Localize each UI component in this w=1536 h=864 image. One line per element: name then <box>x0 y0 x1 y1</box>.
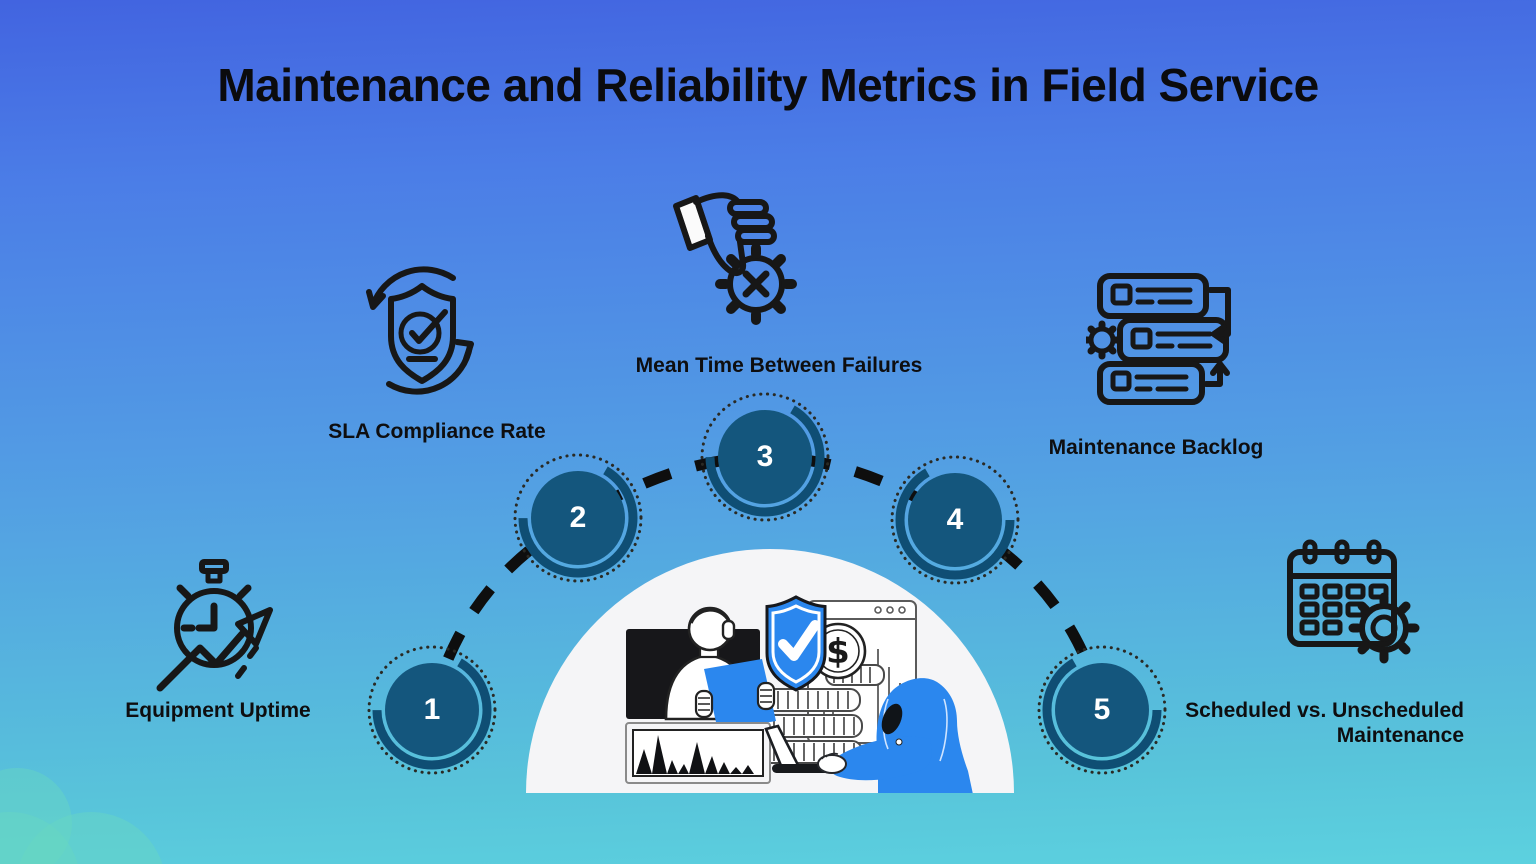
step-badge-3: 3 <box>695 387 835 527</box>
metric-label-sla-compliance-rate: SLA Compliance Rate <box>328 420 546 443</box>
worker-at-laptop-icon <box>817 678 973 793</box>
dotted-ring <box>700 392 830 522</box>
arc-ring <box>895 460 1015 580</box>
calendar-gear-icon <box>1287 539 1420 664</box>
badge-circle <box>531 471 625 565</box>
gear <box>1348 592 1420 664</box>
metric-label-scheduled-vs-unscheduled: Scheduled vs. Unscheduled Maintenance <box>1185 699 1464 748</box>
page-title: Maintenance and Reliability Metrics in F… <box>217 59 1319 111</box>
flow-arrows <box>1203 287 1231 387</box>
clipboard-icon <box>694 659 776 731</box>
calendar <box>1287 539 1397 647</box>
gear <box>1086 320 1122 360</box>
step-number: 5 <box>1093 693 1111 726</box>
step-badge-2: 2 <box>508 448 648 588</box>
dotted-ring <box>367 645 497 775</box>
badge-circle <box>1055 663 1149 757</box>
badge-circle <box>385 663 479 757</box>
stopwatch-growth-icon <box>156 559 273 692</box>
metric-label-equipment-uptime: Equipment Uptime <box>125 699 311 722</box>
area-chart-peaks <box>636 735 754 774</box>
thumbs-down-hand <box>673 192 777 276</box>
shield-check-icon <box>765 595 827 692</box>
step-number: 3 <box>756 440 774 473</box>
badge-circle <box>908 473 1002 567</box>
step-badge-1: 1 <box>362 640 502 780</box>
step-badge-5: 5 <box>1032 640 1172 780</box>
dotted-ring <box>1037 645 1167 775</box>
step-number: 4 <box>946 503 964 536</box>
metric-label-mean-time-between-failures: Mean Time Between Failures <box>635 354 923 377</box>
task-cards <box>1097 273 1229 405</box>
shield-check-refresh-icon <box>366 266 474 395</box>
badge-circle <box>718 410 812 504</box>
technician-analytics-illustration: $ <box>625 595 973 793</box>
dollar-sign: $ <box>826 632 850 672</box>
dotted-ring <box>513 453 643 583</box>
dotted-ring <box>890 455 1020 585</box>
arc-ring <box>1042 650 1162 770</box>
thumbs-down-gear-icon <box>673 192 797 325</box>
task-backlog-icon <box>1086 273 1231 405</box>
metric-label-maintenance-backlog: Maintenance Backlog <box>1048 436 1264 459</box>
center-illustration: $ <box>526 549 1014 793</box>
step-number: 1 <box>423 693 441 726</box>
area-chart-panel <box>625 722 771 784</box>
step-badge-4: 4 <box>885 450 1025 590</box>
step-number: 2 <box>569 501 587 534</box>
gear <box>715 243 797 325</box>
